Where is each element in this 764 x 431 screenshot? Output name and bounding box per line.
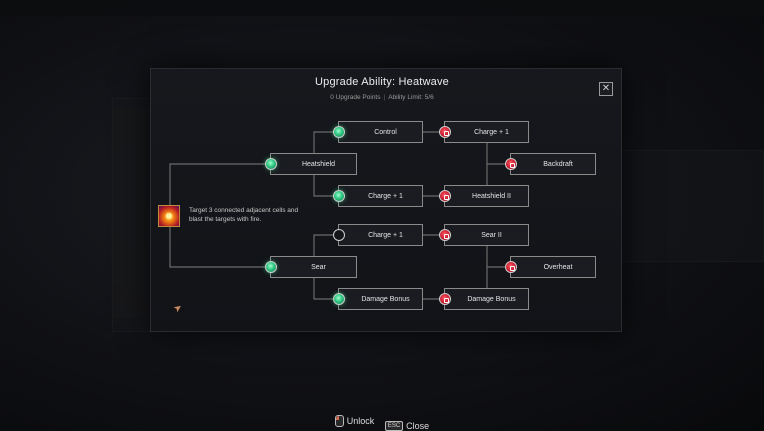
node-charge-plus-one-bottom[interactable]: Charge + 1 [333, 224, 423, 246]
node-damage-bonus-right[interactable]: Damage Bonus [439, 288, 529, 310]
available-icon [333, 126, 345, 138]
close-label: Close [406, 421, 430, 431]
available-icon [333, 293, 345, 305]
lock-icon [505, 261, 517, 273]
node-charge-plus-one-top[interactable]: Charge + 1 [333, 185, 423, 207]
node-label: Damage Bonus [467, 295, 516, 303]
node-label: Charge + 1 [474, 128, 509, 136]
available-icon [333, 190, 345, 202]
ability-description: Target 3 connected adjacent cells and bl… [189, 207, 299, 223]
node-heatshield[interactable]: Heatshield [265, 153, 357, 175]
available-icon [265, 261, 277, 273]
node-label: Charge + 1 [368, 231, 403, 239]
subtitle-separator: | [383, 94, 386, 101]
node-label: Sear [311, 263, 326, 271]
close-icon: ✕ [601, 83, 611, 94]
node-label: Damage Bonus [361, 295, 410, 303]
node-label: Overheat [543, 263, 573, 271]
empty-slot-icon [333, 229, 345, 241]
lock-icon [439, 229, 451, 241]
unlock-label: Unlock [346, 416, 375, 426]
node-sear[interactable]: Sear [265, 256, 357, 278]
lock-icon [439, 190, 451, 202]
upgrade-points: 0 Upgrade Points [330, 94, 381, 101]
node-heatshield-ii[interactable]: Heatshield II [439, 185, 529, 207]
unlock-hint[interactable]: Unlock [334, 415, 375, 427]
modal-subtitle: 0 Upgrade Points|Ability Limit: 5/6 [0, 94, 764, 101]
node-overheat[interactable]: Overheat [505, 256, 596, 278]
control-hints: Unlock ESC Close [0, 415, 764, 431]
lock-icon [505, 158, 517, 170]
background-top-bar [0, 0, 764, 16]
ability-limit: Ability Limit: 5/6 [388, 94, 434, 101]
node-label: Sear II [481, 231, 502, 239]
fire-burst-icon: ✹ [158, 205, 180, 227]
lock-icon [439, 126, 451, 138]
node-backdraft[interactable]: Backdraft [505, 153, 596, 175]
node-label: Control [374, 128, 397, 136]
node-label: Charge + 1 [368, 192, 403, 200]
mouse-left-click-icon [334, 415, 344, 427]
close-button[interactable]: ✕ [599, 82, 613, 96]
node-control[interactable]: Control [333, 121, 423, 143]
modal-title: Upgrade Ability: Heatwave [314, 76, 449, 88]
node-charge-plus-one-upper-right[interactable]: Charge + 1 [439, 121, 529, 143]
available-icon [265, 158, 277, 170]
node-label: Backdraft [543, 160, 573, 168]
background-left-column [112, 108, 152, 318]
node-label: Heatshield [301, 160, 336, 168]
node-label: Heatshield II [472, 192, 511, 200]
lock-icon [439, 293, 451, 305]
node-sear-ii[interactable]: Sear II [439, 224, 529, 246]
node-damage-bonus-left[interactable]: Damage Bonus [333, 288, 423, 310]
